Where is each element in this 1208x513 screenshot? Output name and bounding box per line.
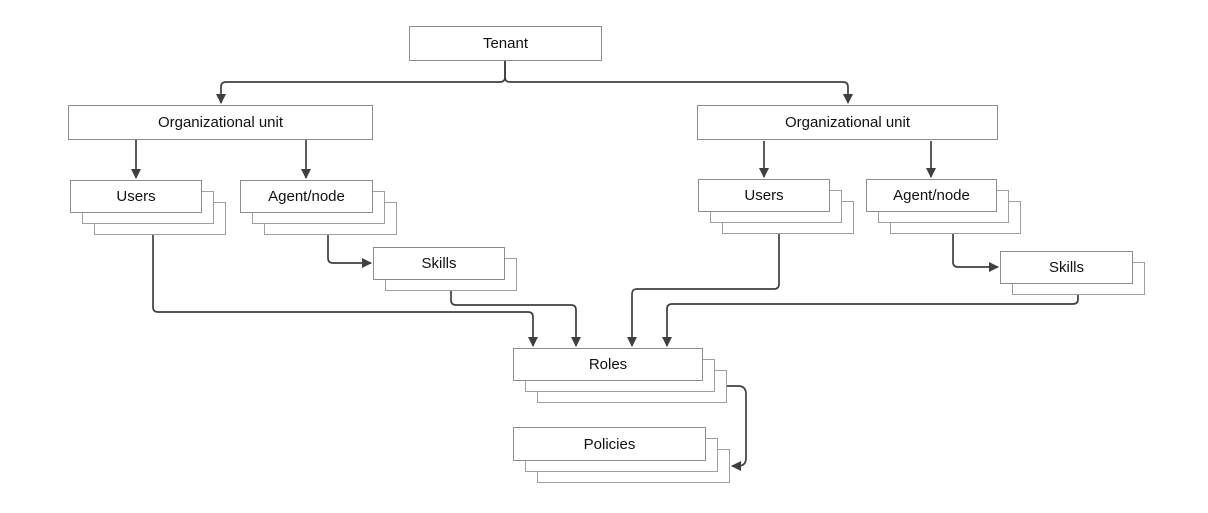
users-left-label: Users	[116, 188, 156, 205]
roles-box: Roles	[513, 348, 703, 381]
edge-skills-left-roles	[450, 291, 581, 347]
organizational-unit-left-box: Organizational unit	[68, 105, 373, 140]
tenant-box: Tenant	[409, 26, 602, 61]
roles-label: Roles	[588, 356, 628, 373]
node-skills-right: Skills	[1000, 251, 1145, 295]
users-left-box: Users	[70, 180, 202, 213]
users-right-box: Users	[698, 179, 830, 212]
skills-left-box: Skills	[373, 247, 505, 280]
edge-agent-left-skills-left	[327, 235, 372, 268]
edge-agent-right-skills-right	[952, 234, 999, 272]
tenant-label: Tenant	[482, 35, 529, 52]
node-users-right: Users	[698, 179, 854, 234]
organizational-unit-left-label: Organizational unit	[157, 114, 284, 131]
node-policies: Policies	[513, 427, 730, 483]
skills-right-box: Skills	[1000, 251, 1133, 284]
node-organizational-unit-left: Organizational unit	[68, 105, 373, 140]
edge-skills-right-roles	[662, 295, 1079, 347]
node-agent-node-right: Agent/node	[866, 179, 1021, 234]
users-right-label: Users	[744, 187, 784, 204]
edge-users-right-roles	[627, 234, 780, 347]
skills-right-label: Skills	[1048, 259, 1084, 276]
node-organizational-unit-right: Organizational unit	[697, 105, 998, 140]
skills-left-label: Skills	[421, 255, 457, 272]
agent-node-left-label: Agent/node	[268, 188, 345, 205]
node-users-left: Users	[70, 180, 226, 235]
agent-node-right-label: Agent/node	[893, 187, 970, 204]
agent-node-left-box: Agent/node	[240, 180, 373, 213]
node-skills-left: Skills	[373, 247, 517, 291]
edge-tenant-ou-right	[504, 61, 853, 104]
policies-label: Policies	[583, 435, 636, 453]
node-tenant: Tenant	[409, 26, 602, 61]
organizational-unit-right-label: Organizational unit	[784, 114, 911, 131]
node-agent-node-left: Agent/node	[240, 180, 397, 235]
agent-node-right-box: Agent/node	[866, 179, 997, 212]
organizational-unit-right-box: Organizational unit	[697, 105, 998, 140]
edge-tenant-ou-left	[216, 61, 506, 104]
node-roles: Roles	[513, 348, 727, 403]
policies-box: Policies	[513, 427, 706, 461]
